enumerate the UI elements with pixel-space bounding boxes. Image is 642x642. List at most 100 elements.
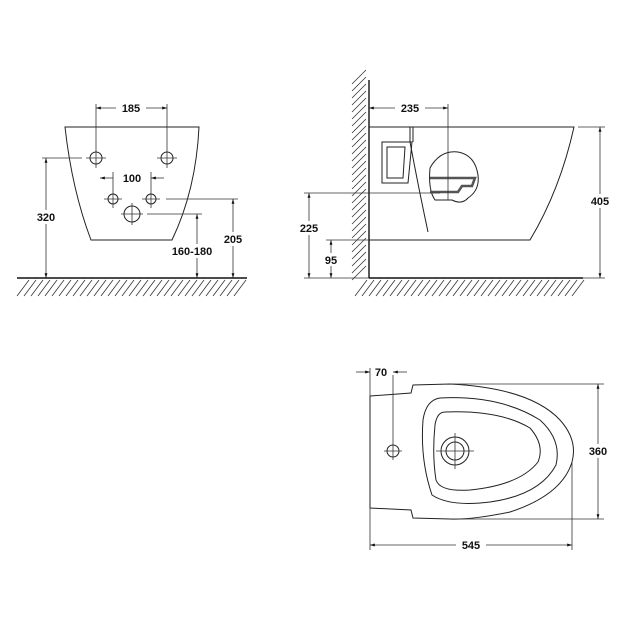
hatch-line: [170, 279, 184, 297]
dim-100-label: 100: [123, 173, 141, 185]
hatch-line: [354, 279, 368, 297]
hatch-line: [149, 279, 163, 297]
hatch-line: [417, 279, 431, 297]
waste-section: [429, 151, 479, 203]
hatch-line: [389, 279, 403, 297]
hatch-line: [30, 279, 44, 297]
hatch-line: [473, 279, 487, 297]
hatch-line: [351, 160, 367, 176]
hatch-line: [351, 139, 367, 155]
hatch-line: [557, 279, 571, 297]
dim-160-180-label: 160-180: [172, 246, 212, 258]
hatch-line: [536, 279, 550, 297]
hatch-line: [438, 279, 452, 297]
bowl-rim: [421, 397, 558, 504]
hatch-line: [361, 279, 375, 297]
bidet-top-outline: [369, 383, 574, 520]
hatch-line: [351, 223, 367, 239]
hatch-line: [163, 279, 177, 297]
hatch-line: [351, 251, 367, 267]
hatch-line: [107, 279, 121, 297]
hatch-line: [233, 279, 247, 297]
hatch-line: [156, 279, 170, 297]
hatch-line: [351, 202, 367, 218]
hatch-line: [121, 279, 135, 297]
hatch-line: [219, 279, 233, 297]
hatch-line: [177, 279, 191, 297]
hatch-line: [459, 279, 473, 297]
side-view: 235 405 225 95: [296, 69, 613, 297]
hatch-line: [351, 188, 367, 204]
hatch-line: [375, 279, 389, 297]
hatch-line: [114, 279, 128, 297]
hatch-line: [396, 279, 410, 297]
hatch-line: [351, 258, 367, 274]
hatch-line: [58, 279, 72, 297]
hatch-line: [508, 279, 522, 297]
tap-hole: [384, 375, 402, 460]
dim-70-label: 70: [375, 367, 387, 379]
hatch-line: [23, 279, 37, 297]
rear-bracket: [409, 127, 429, 233]
waste-outlet: [436, 433, 474, 469]
dim-235-label: 235: [401, 103, 419, 115]
dim-360-label: 360: [589, 446, 607, 458]
hatch-line: [564, 279, 578, 297]
hatch-line: [351, 153, 367, 169]
top-view: 70 360 545: [356, 367, 611, 552]
hatch-line: [65, 279, 79, 297]
hatch-line: [351, 209, 367, 225]
hatch-line: [351, 118, 367, 134]
dim-95-label: 95: [325, 255, 337, 267]
bidet-front-outline: [64, 126, 200, 241]
waste-hole: [121, 203, 143, 225]
hatch-line: [480, 279, 494, 297]
wall: [351, 69, 370, 281]
floor-side: [354, 277, 585, 297]
fixing-plate: [381, 141, 413, 184]
hatch-line: [135, 279, 149, 297]
hatch-line: [351, 230, 367, 246]
hatch-line: [550, 279, 564, 297]
hatch-line: [351, 97, 367, 113]
hatch-line: [86, 279, 100, 297]
hatch-line: [44, 279, 58, 297]
hatch-line: [226, 279, 240, 297]
hatch-line: [351, 244, 367, 260]
hatch-line: [424, 279, 438, 297]
hatch-line: [431, 279, 445, 297]
hatch-line: [382, 279, 396, 297]
hatch-line: [351, 90, 367, 106]
hatch-line: [351, 167, 367, 183]
hatch-line: [100, 279, 114, 297]
hatch-line: [351, 132, 367, 148]
dim-185-label: 185: [122, 103, 140, 115]
hatch-line: [543, 279, 557, 297]
floor: [16, 277, 247, 297]
hatch-line: [351, 216, 367, 232]
hatch-line: [212, 279, 226, 297]
supply-hole-right: [142, 190, 160, 208]
hatch-line: [198, 279, 212, 297]
hatch-line: [351, 83, 367, 99]
dim-405-label: 405: [591, 196, 609, 208]
hatch-line: [368, 279, 382, 297]
supply-hole-left: [104, 190, 122, 208]
dim-205-label: 205: [224, 234, 242, 246]
hatch-line: [445, 279, 459, 297]
bowl-inner: [433, 411, 541, 491]
hatch-line: [184, 279, 198, 297]
hatch-line: [571, 279, 585, 297]
hatch-line: [351, 69, 367, 85]
hatch-line: [522, 279, 536, 297]
hatch-line: [16, 279, 30, 297]
fixing-hole-right: [157, 148, 177, 168]
hatch-line: [487, 279, 501, 297]
hatch-line: [351, 104, 367, 120]
hatch-line: [72, 279, 86, 297]
hatch-line: [205, 279, 219, 297]
hatch-line: [351, 181, 367, 197]
hatch-line: [351, 76, 367, 92]
hatch-line: [191, 279, 205, 297]
